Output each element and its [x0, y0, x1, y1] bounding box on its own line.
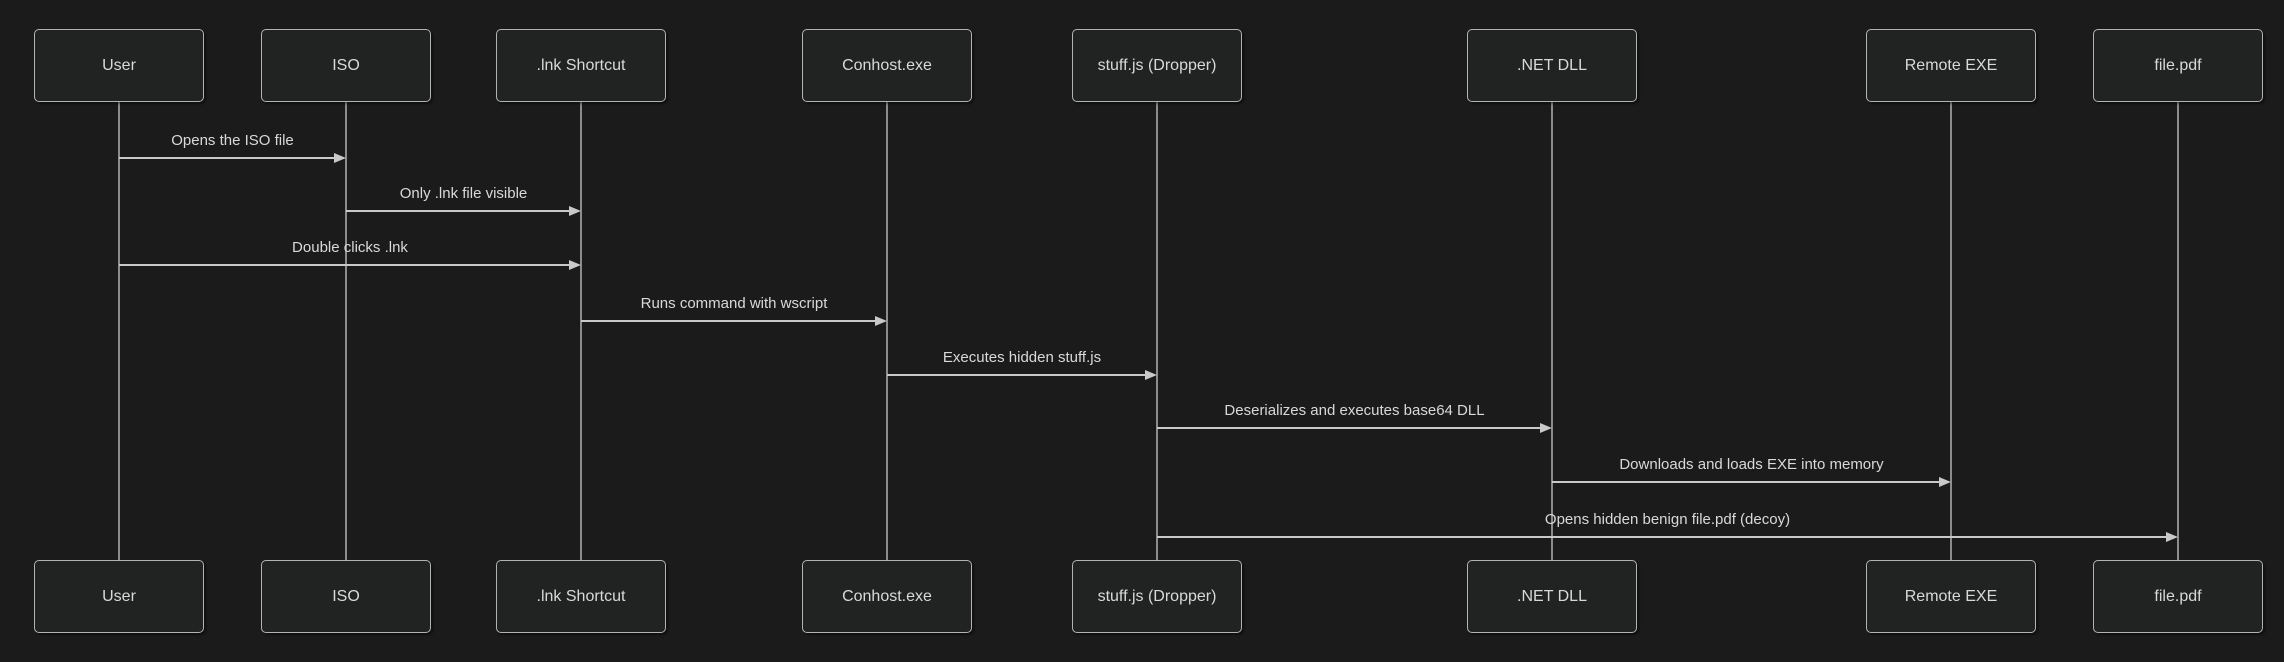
- actor-label: User: [102, 56, 136, 74]
- message-label-7: Opens hidden benign file.pdf (decoy): [1544, 511, 1791, 528]
- lifeline-lnk: [580, 102, 582, 560]
- lifeline-stuffjs: [1156, 102, 1158, 560]
- actor-label: .NET DLL: [1517, 56, 1587, 74]
- actor-label: stuff.js (Dropper): [1097, 587, 1217, 605]
- actor-label: file.pdf: [2154, 587, 2202, 605]
- arrowhead-icon: [1939, 477, 1951, 487]
- actor-top-conhost: Conhost.exe: [802, 29, 972, 102]
- message-label-4: Executes hidden stuff.js: [942, 349, 1102, 366]
- actor-label: Remote EXE: [1904, 587, 1998, 605]
- actor-label: .NET DLL: [1517, 587, 1587, 605]
- message-line-5: [1157, 427, 1542, 429]
- arrowhead-icon: [2166, 532, 2178, 542]
- actor-top-stuffjs: stuff.js (Dropper): [1072, 29, 1242, 102]
- message-label-6: Downloads and loads EXE into memory: [1619, 456, 1884, 473]
- actor-top-iso: ISO: [261, 29, 431, 102]
- arrowhead-icon: [875, 316, 887, 326]
- lifeline-user: [118, 102, 120, 560]
- message-line-0: [119, 157, 336, 159]
- actor-label: Remote EXE: [1904, 56, 1998, 74]
- actor-bottom-netdll: .NET DLL: [1467, 560, 1637, 633]
- actor-bottom-stuffjs: stuff.js (Dropper): [1072, 560, 1242, 633]
- message-line-4: [887, 374, 1147, 376]
- actor-bottom-filepdf: file.pdf: [2093, 560, 2263, 633]
- actor-bottom-remoteexe: Remote EXE: [1866, 560, 2036, 633]
- actor-top-netdll: .NET DLL: [1467, 29, 1637, 102]
- actor-label: .lnk Shortcut: [536, 56, 626, 74]
- actor-top-remoteexe: Remote EXE: [1866, 29, 2036, 102]
- lifeline-filepdf: [2177, 102, 2179, 560]
- actor-bottom-lnk: .lnk Shortcut: [496, 560, 666, 633]
- message-line-6: [1552, 481, 1941, 483]
- actor-top-filepdf: file.pdf: [2093, 29, 2263, 102]
- arrowhead-icon: [1145, 370, 1157, 380]
- arrowhead-icon: [1540, 423, 1552, 433]
- actor-label: .lnk Shortcut: [536, 587, 626, 605]
- message-line-7: [1157, 536, 2168, 538]
- message-line-2: [119, 264, 571, 266]
- message-label-3: Runs command with wscript: [640, 295, 828, 312]
- actor-top-lnk: .lnk Shortcut: [496, 29, 666, 102]
- actor-label: file.pdf: [2154, 56, 2202, 74]
- message-label-2: Double clicks .lnk: [292, 239, 408, 256]
- message-line-3: [581, 320, 877, 322]
- message-label-0: Opens the ISO file: [171, 132, 294, 149]
- actor-label: Conhost.exe: [842, 56, 932, 74]
- actor-bottom-user: User: [34, 560, 204, 633]
- lifeline-remoteexe: [1950, 102, 1952, 560]
- actor-label: Conhost.exe: [842, 587, 932, 605]
- message-label-1: Only .lnk file visible: [399, 185, 528, 202]
- arrowhead-icon: [569, 206, 581, 216]
- actor-top-user: User: [34, 29, 204, 102]
- message-line-1: [346, 210, 571, 212]
- arrowhead-icon: [569, 260, 581, 270]
- arrowhead-icon: [334, 153, 346, 163]
- actor-bottom-iso: ISO: [261, 560, 431, 633]
- actor-label: stuff.js (Dropper): [1097, 56, 1217, 74]
- actor-label: User: [102, 587, 136, 605]
- actor-label: ISO: [332, 587, 360, 605]
- message-label-5: Deserializes and executes base64 DLL: [1224, 402, 1485, 419]
- actor-label: ISO: [332, 56, 360, 74]
- actor-bottom-conhost: Conhost.exe: [802, 560, 972, 633]
- lifeline-conhost: [886, 102, 888, 560]
- lifeline-netdll: [1551, 102, 1553, 560]
- lifeline-iso: [345, 102, 347, 560]
